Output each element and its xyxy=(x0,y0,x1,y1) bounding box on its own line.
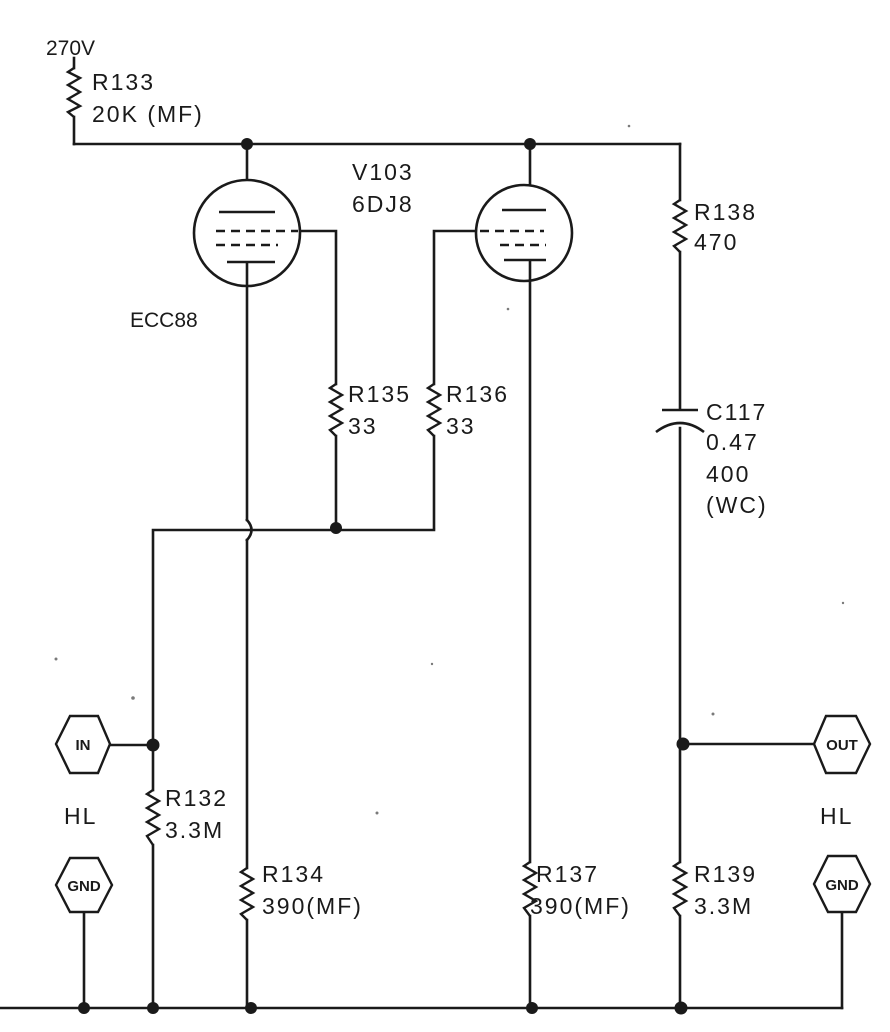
resistor-r139 xyxy=(671,861,689,917)
c117-value-label: 0.47 xyxy=(706,429,759,455)
wire-left-grid xyxy=(296,229,338,386)
terminal-gnd-right: GND xyxy=(812,854,872,914)
wire-grid-bus xyxy=(151,528,436,747)
r134-ref-label: R134 xyxy=(262,861,325,887)
tube-left-triode xyxy=(192,178,302,288)
capacitor-c117 xyxy=(655,408,705,434)
r136-value-label: 33 xyxy=(446,413,476,439)
r139-value-label: 3.3M xyxy=(694,893,753,919)
resistor-r138 xyxy=(671,199,689,253)
terminal-gnd-right-label: GND xyxy=(825,877,859,894)
labels: 270V R133 20K (MF) V103 6DJ8 ECC88 R135 … xyxy=(46,37,853,919)
tube-ref-label: V103 xyxy=(352,159,414,185)
junction-dot xyxy=(147,1002,159,1014)
r133-value-label: 20K (MF) xyxy=(92,101,204,127)
supply-voltage-label: 270V xyxy=(46,37,95,60)
junction-dot xyxy=(676,737,690,751)
terminal-gnd-left-label: GND xyxy=(67,878,101,895)
resistor-r133 xyxy=(65,67,83,118)
r133-ref-label: R133 xyxy=(92,69,155,95)
resistor-r136 xyxy=(425,383,443,437)
junction-dot xyxy=(146,738,160,752)
junction-dot xyxy=(330,522,342,534)
resistor-r134 xyxy=(238,867,256,921)
r137-value-label: 390(MF) xyxy=(530,893,631,919)
scan-speck xyxy=(506,307,510,311)
junction-dot xyxy=(245,1002,257,1014)
scan-specks xyxy=(54,124,845,815)
junction-dots xyxy=(78,138,690,1015)
c117-voltage-label: 400 xyxy=(706,461,750,487)
terminal-in-label: IN xyxy=(76,737,91,754)
r135-value-label: 33 xyxy=(348,413,378,439)
scan-speck xyxy=(375,811,379,815)
hl-left-label: HL xyxy=(64,803,97,829)
wire-right-grid xyxy=(432,229,482,386)
junction-dot xyxy=(78,1002,90,1014)
r135-ref-label: R135 xyxy=(348,381,411,407)
r139-ref-label: R139 xyxy=(694,861,757,887)
r137-ref-label: R137 xyxy=(536,861,599,887)
resistor-r132 xyxy=(144,789,162,846)
junction-dot xyxy=(674,1001,688,1015)
junction-dot xyxy=(241,138,253,150)
terminal-in-hexagon xyxy=(54,714,112,775)
c117-type-label: (WC) xyxy=(706,492,768,518)
r132-value-label: 3.3M xyxy=(165,817,224,843)
scan-speck xyxy=(54,657,58,661)
scan-speck xyxy=(841,601,845,605)
tube-right-triode xyxy=(474,183,574,283)
scan-speck xyxy=(131,696,135,700)
tube-envelope-right xyxy=(474,183,574,283)
junction-dot xyxy=(526,1002,538,1014)
capacitor-plate-curved xyxy=(655,421,705,434)
tube-type-label: 6DJ8 xyxy=(352,191,414,217)
c117-ref-label: C117 xyxy=(706,399,767,425)
resistor-r135 xyxy=(327,383,345,437)
terminal-gnd-right-hexagon xyxy=(812,854,872,914)
terminal-in: IN xyxy=(54,714,112,775)
terminal-out-hexagon xyxy=(812,714,872,775)
tube-alt-type-label: ECC88 xyxy=(130,309,198,332)
r132-ref-label: R132 xyxy=(165,785,228,811)
resistors xyxy=(65,67,689,921)
scan-speck xyxy=(711,712,715,716)
resistor-r137 xyxy=(521,861,539,917)
r136-ref-label: R136 xyxy=(446,381,509,407)
terminal-gnd-left-hexagon xyxy=(54,856,114,914)
scan-speck xyxy=(430,662,434,666)
r134-value-label: 390(MF) xyxy=(262,893,363,919)
terminal-out-label: OUT xyxy=(826,737,858,754)
r138-value-label: 470 xyxy=(694,229,738,255)
r138-ref-label: R138 xyxy=(694,199,757,225)
terminal-gnd-left: GND xyxy=(54,856,114,914)
hl-right-label: HL xyxy=(820,803,853,829)
scan-speck xyxy=(627,124,631,128)
junction-dot xyxy=(524,138,536,150)
terminal-out: OUT xyxy=(812,714,872,775)
